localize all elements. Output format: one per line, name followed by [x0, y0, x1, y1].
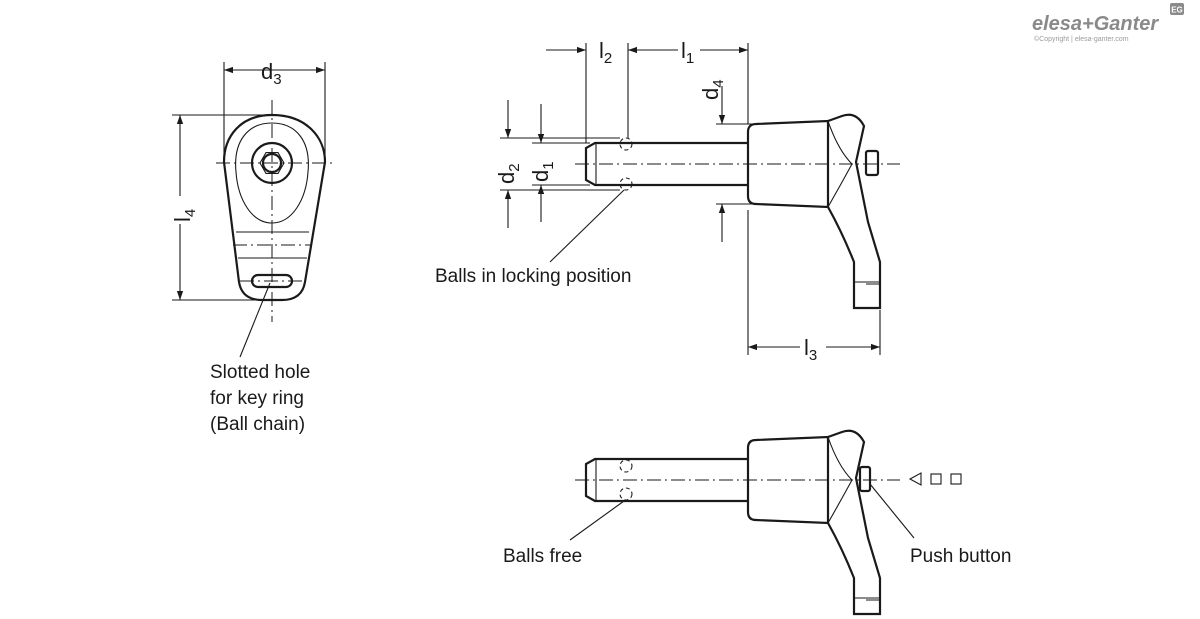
side-view-locked: l2 l1 d4 d2 d1 l3 Balls i [435, 36, 900, 364]
push-direction-square-icon [950, 473, 962, 485]
handle-lever-released [827, 429, 882, 616]
push-button-small [864, 149, 880, 177]
balls-locking-label: Balls in locking position [435, 266, 631, 287]
d1-label: d1 [528, 161, 557, 182]
slotted-hole-leader [239, 282, 271, 358]
l3-label-mask [800, 334, 826, 364]
d2-label: d2 [494, 163, 523, 184]
push-button-pressed [858, 465, 872, 493]
svg-text:d1: d1 [528, 161, 557, 182]
push-button-leader [869, 483, 915, 539]
brand-logo-text: elesa+Ganter [1032, 13, 1159, 35]
push-button-label: Push button [910, 546, 1011, 567]
slotted-hole-label-line2: for key ring [210, 388, 304, 409]
l1-label: l1 [681, 38, 694, 67]
brand-badge-icon [1170, 3, 1184, 15]
l4-label: l4 [170, 209, 199, 222]
slotted-hole-label-line1: Slotted hole [210, 362, 310, 383]
balls-locking-leader [549, 189, 625, 263]
locking-ball-top [619, 137, 633, 151]
svg-text:d4: d4 [698, 79, 727, 100]
d4-label: d4 [698, 79, 727, 100]
push-direction-square-icon [930, 473, 942, 485]
l2-label: l2 [599, 38, 612, 67]
l2-label-mask [596, 36, 618, 66]
svg-text:l4: l4 [170, 209, 199, 222]
side-view-released: Balls free Push button [503, 429, 1011, 616]
brand-logo: elesa+Ganter EG ©Copyright | elesa-gante… [1032, 3, 1184, 43]
front-view: d3 l4 Slotted hole for key ring (Ball ch… [166, 59, 332, 435]
l4-label-mask [166, 196, 192, 224]
l1-label-mask [678, 36, 700, 66]
locking-ball-bottom [619, 177, 633, 191]
svg-text:d2: d2 [494, 163, 523, 184]
l3-label: l3 [804, 335, 817, 364]
free-ball-top [619, 459, 633, 473]
handle-lever [827, 113, 882, 310]
d3-label: d3 [261, 59, 282, 88]
copyright-text: ©Copyright | elesa-ganter.com [1034, 35, 1129, 43]
brand-badge-text: EG [1171, 6, 1183, 15]
free-ball-bottom [619, 487, 633, 501]
balls-free-label: Balls free [503, 546, 582, 567]
push-direction-arrow-icon [908, 472, 922, 486]
slotted-hole-label-line3: (Ball chain) [210, 414, 305, 435]
balls-free-leader [569, 500, 625, 541]
